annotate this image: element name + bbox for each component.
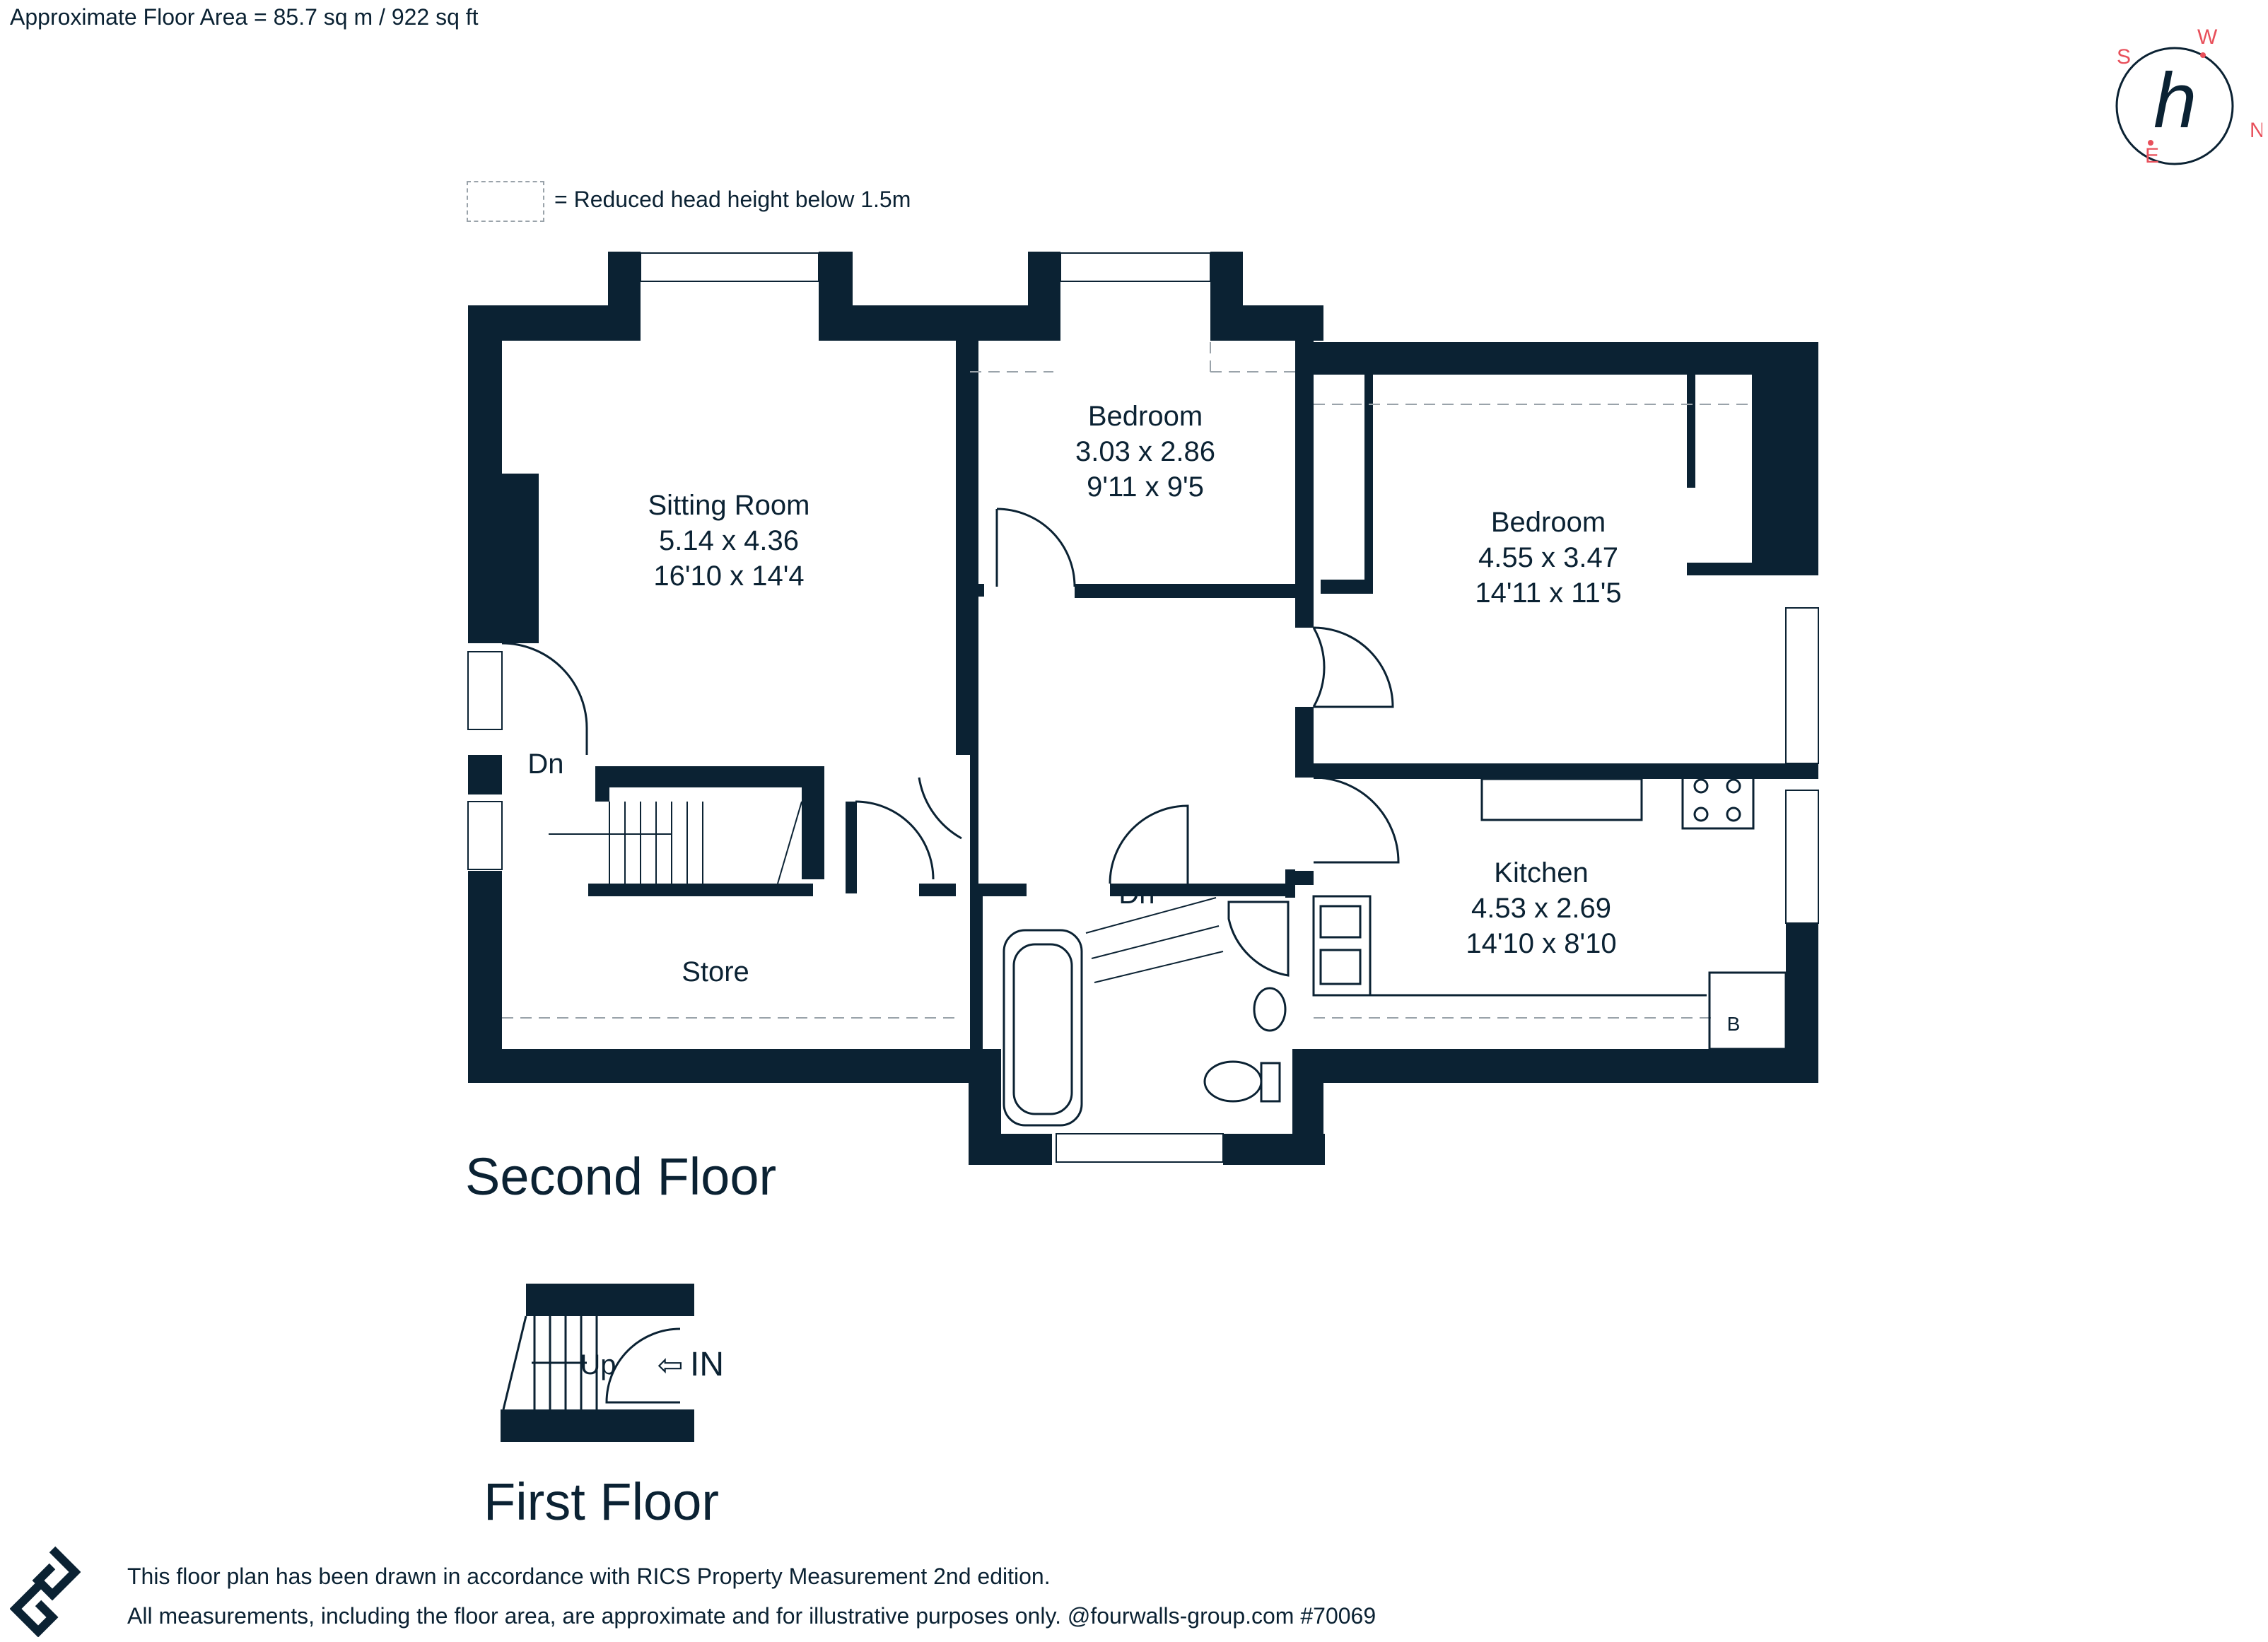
- footer-rics-note: This floor plan has been drawn in accord…: [127, 1564, 1051, 1589]
- compass-dot-bottom: [2148, 140, 2153, 146]
- compass-w: W: [2197, 25, 2218, 49]
- legend-text: = Reduced head height below 1.5m: [554, 187, 911, 212]
- footer-disclaimer: All measurements, including the floor ar…: [127, 1603, 1376, 1629]
- sitting-room-imperial: 16'10 x 14'4: [653, 561, 804, 592]
- stair-treads: [549, 801, 1224, 983]
- kitchen-metric: 4.53 x 2.69: [1471, 893, 1611, 924]
- sitting-room-metric: 5.14 x 4.36: [659, 525, 799, 556]
- bedroom-large-imperial: 14'11 x 11'5: [1475, 577, 1621, 609]
- bedroom-large-metric: 4.55 x 3.47: [1478, 542, 1618, 573]
- first-floor-up-label: Up: [580, 1349, 616, 1380]
- first-floor-stairs: [502, 1315, 681, 1410]
- first-floor-walls: [501, 1284, 694, 1442]
- room-labels: Sitting Room 5.14 x 4.36 16'10 x 14'4 Be…: [527, 401, 1740, 1383]
- reduced-height-lines: [502, 342, 1752, 1019]
- compass-n: N: [2250, 119, 2262, 142]
- compass-ring: [2115, 47, 2234, 165]
- windows: [467, 252, 1819, 1163]
- compass-dot-top: [2200, 52, 2206, 58]
- second-floor-title: Second Floor: [465, 1147, 777, 1206]
- first-floor-title: First Floor: [484, 1472, 719, 1531]
- first-floor-in-label: IN: [690, 1346, 724, 1383]
- stair-down-center-label: Dn: [1118, 879, 1155, 910]
- sitting-room-name: Sitting Room: [648, 490, 810, 521]
- boiler-label: B: [1727, 1013, 1741, 1035]
- stair-down-left-label: Dn: [527, 749, 563, 780]
- compass-logo: S W N E h: [2115, 25, 2262, 168]
- first-floor-in-arrow: ⇦: [657, 1348, 684, 1383]
- door-swings: [501, 508, 1400, 884]
- compass-e: E: [2145, 144, 2159, 168]
- reduced-head-height-key: [467, 181, 544, 222]
- bedroom-small-imperial: 9'11 x 9'5: [1087, 471, 1204, 503]
- store-name: Store: [682, 956, 749, 987]
- bathroom-fixtures: [1003, 901, 1290, 1127]
- kitchen-fixtures: [1312, 770, 1787, 1050]
- bedroom-small-name: Bedroom: [1088, 401, 1203, 432]
- kitchen-imperial: 14'10 x 8'10: [1466, 928, 1616, 959]
- approximate-floor-area: Approximate Floor Area = 85.7 sq m / 922…: [10, 4, 479, 30]
- compass-s: S: [2117, 45, 2131, 69]
- fourwalls-logo-icon: [10, 1546, 81, 1637]
- logo-letter: h: [2153, 57, 2197, 144]
- kitchen-name: Kitchen: [1494, 857, 1588, 889]
- bedroom-small-metric: 3.03 x 2.86: [1075, 436, 1215, 467]
- walls: [468, 252, 1818, 1165]
- bedroom-large-name: Bedroom: [1491, 507, 1606, 538]
